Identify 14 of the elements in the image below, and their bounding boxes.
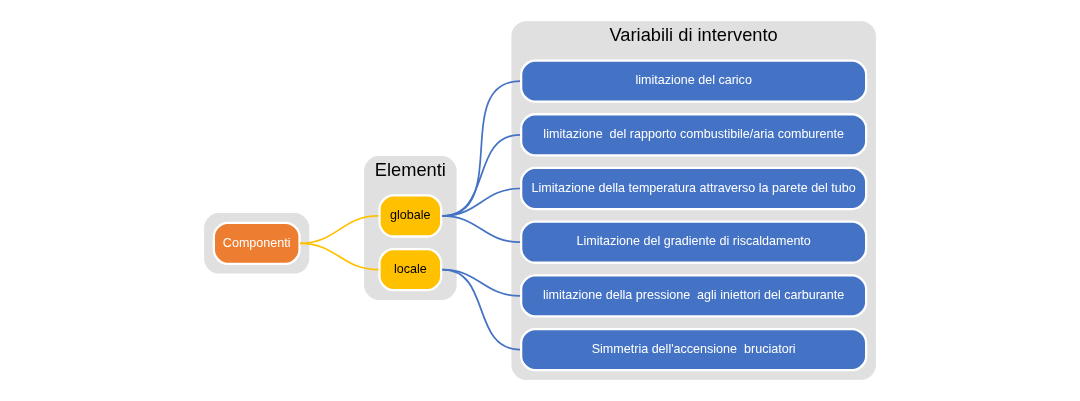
node-box: globale	[378, 194, 443, 238]
node-box: limitazione del rapporto combustibile/aria comburente	[520, 113, 868, 157]
node-box: Limitazione della temperatura attraverso la parete del tubo	[520, 166, 868, 211]
connector	[299, 242, 380, 271]
node-box: limitazione del carico	[520, 59, 868, 103]
connector	[299, 215, 380, 245]
cluster	[204, 213, 310, 274]
node-box: locale	[378, 247, 443, 292]
node-box: Simmetria dell'accensione bruciatori	[520, 327, 868, 372]
connector	[441, 215, 521, 244]
node-box: Limitazione del gradiente di riscaldamento	[520, 220, 868, 264]
connector	[441, 268, 521, 351]
node-box: limitazione della pressione agli iniettori del carburante	[520, 274, 868, 318]
node-box: Componenti	[212, 221, 301, 266]
